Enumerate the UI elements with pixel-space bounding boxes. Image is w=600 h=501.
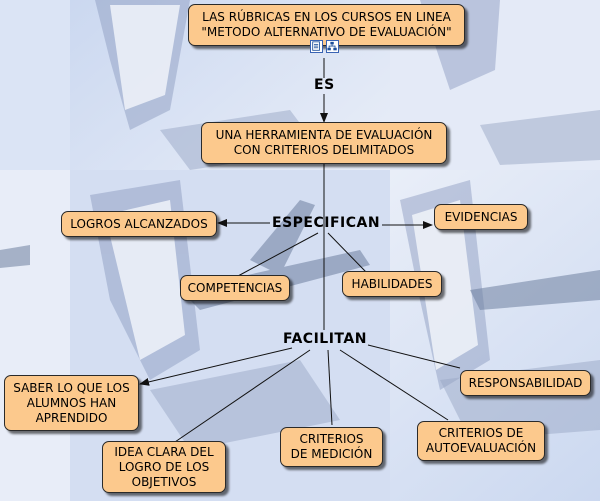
- node-saber[interactable]: SABER LO QUE LOS ALUMNOS HAN APRENDIDO: [4, 375, 139, 431]
- node-idea[interactable]: IDEA CLARA DEL LOGRO DE LOS OBJETIVOS: [102, 441, 226, 493]
- link-label-especifican: ESPECIFICAN: [272, 215, 381, 231]
- link-especifican-habilidades: [327, 232, 367, 273]
- link-especifican-competencias: [237, 232, 319, 277]
- node-responsabilidad[interactable]: RESPONSABILIDAD: [460, 370, 591, 396]
- link-facilitan-criterios-auto: [339, 349, 449, 421]
- link-facilitan-responsabilidad: [367, 344, 461, 369]
- hierarchy-icon[interactable]: [326, 40, 339, 53]
- document-icon[interactable]: [310, 40, 323, 53]
- link-facilitan-idea: [171, 349, 311, 445]
- node-criterios-autoevaluacion[interactable]: CRITERIOS DE AUTOEVALUACIÓN: [417, 421, 545, 461]
- link-facilitan-saber: [139, 347, 293, 386]
- node-herramienta[interactable]: UNA HERRAMIENTA DE EVALUACIÓN CON CRITER…: [201, 122, 447, 164]
- node-evidencias[interactable]: EVIDENCIAS: [434, 204, 528, 230]
- link-facilitan-criterios-medicion: [327, 349, 333, 426]
- link-label-facilitan: FACILITAN: [283, 331, 367, 347]
- node-logros[interactable]: LOGROS ALCANZADOS: [61, 211, 217, 237]
- node-criterios-medicion[interactable]: CRITERIOS DE MEDICIÓN: [280, 427, 383, 467]
- node-habilidades[interactable]: HABILIDADES: [342, 271, 442, 297]
- link-label-es: ES: [314, 77, 335, 93]
- node-competencias[interactable]: COMPETENCIAS: [180, 275, 290, 301]
